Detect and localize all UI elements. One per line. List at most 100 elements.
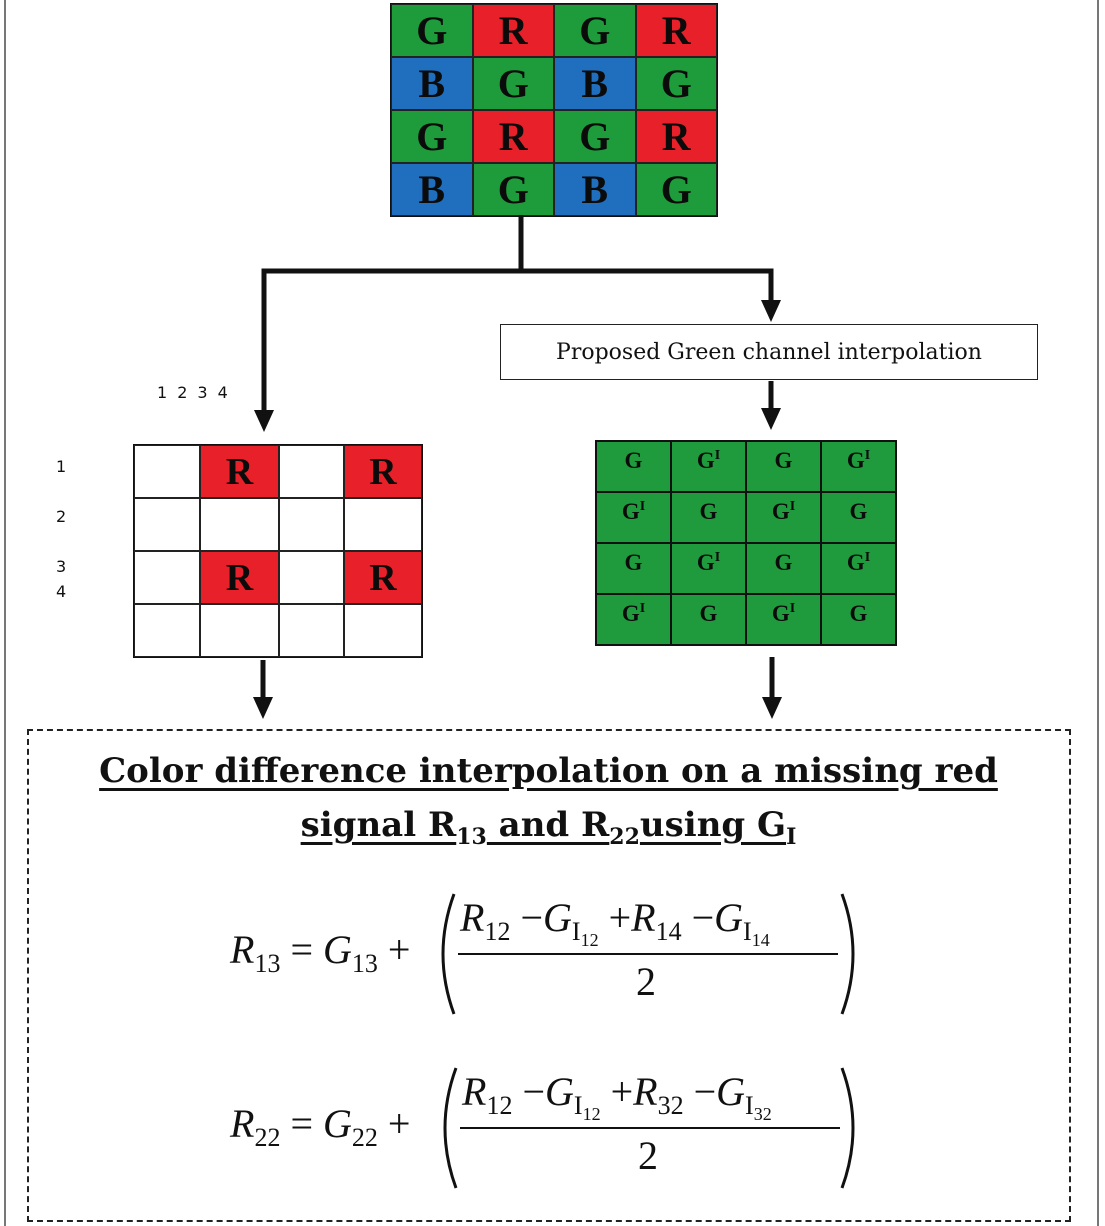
plus-sign: + — [377, 1101, 411, 1146]
green-cell-base: G — [774, 550, 793, 575]
bayer-cell: G — [391, 110, 473, 163]
bayer-cell: G — [391, 4, 473, 57]
green-cell-base: G — [696, 550, 715, 575]
subscript: 12 — [486, 1091, 513, 1120]
formula-heading: Color difference interpolation on a miss… — [0, 744, 1097, 864]
bayer-cell: R — [472, 110, 554, 163]
minus-sign: − — [681, 895, 715, 940]
symbol: G — [323, 927, 352, 972]
green-cell-base: G — [849, 601, 868, 626]
green-cell-subscript: I — [789, 499, 796, 514]
subsubscript: 32 — [753, 1104, 772, 1125]
bayer-cell: B — [554, 163, 636, 216]
subsubscript: 12 — [582, 1104, 601, 1125]
subsubscript: 14 — [751, 930, 770, 951]
symbol: R — [230, 927, 255, 972]
symbol: R — [460, 895, 485, 940]
green-grid-cell: G — [671, 594, 746, 645]
heading-line-1: Color difference interpolation on a miss… — [99, 751, 998, 791]
connector-split — [261, 215, 524, 300]
formula-denominator: 2 — [636, 959, 656, 1004]
right-paren — [840, 893, 855, 1015]
red-grid-cell — [279, 551, 344, 604]
left-paren — [443, 1067, 458, 1189]
subsubscript: 12 — [580, 930, 599, 951]
green-grid-cell: G — [746, 543, 821, 594]
heading-part: and R — [486, 805, 610, 845]
red-grid-cell — [200, 604, 279, 657]
green-cell-base: G — [771, 499, 790, 524]
green-cell-subscript: I — [639, 601, 646, 616]
row-index: 1 — [56, 457, 67, 476]
proposed-label: Proposed Green channel interpolation — [556, 339, 982, 365]
column-indices: 1 2 3 4 — [157, 383, 228, 402]
connector-split-right — [521, 268, 774, 300]
plus-sign: + — [598, 895, 632, 940]
frame-left-border — [4, 0, 6, 1226]
arrowhead-green-to-box — [762, 697, 782, 719]
column-index: 4 — [217, 383, 228, 402]
symbol: G — [323, 1101, 352, 1146]
bayer-cell: B — [554, 57, 636, 110]
subscript: 13 — [254, 949, 281, 978]
bayer-cell: R — [635, 4, 717, 57]
minus-sign: − — [683, 1069, 717, 1114]
green-cell-subscript: I — [864, 448, 871, 463]
equals-sign: = — [280, 1101, 323, 1146]
bayer-cell: G — [635, 57, 717, 110]
green-cell-base: G — [621, 499, 640, 524]
row-index: 2 — [56, 507, 67, 526]
green-cell-base: G — [774, 448, 793, 473]
green-grid-cell: G — [596, 441, 671, 492]
heading-line-2: signal R13 and R22using GI — [300, 805, 797, 850]
equals-sign: = — [280, 927, 323, 972]
green-cell-base: G — [624, 550, 643, 575]
red-grid-cell — [134, 551, 200, 604]
symbol: R — [631, 895, 656, 940]
symbol: G — [543, 895, 572, 940]
subscript: I — [743, 917, 752, 946]
green-cell-base: G — [699, 601, 718, 626]
green-cell-subscript: I — [639, 499, 646, 514]
green-cell-base: G — [849, 499, 868, 524]
column-index: 1 — [157, 383, 168, 402]
bayer-cell: G — [472, 57, 554, 110]
subscript: 22 — [351, 1123, 378, 1152]
arrowhead-proposed — [761, 300, 781, 322]
subscript: 22 — [254, 1123, 281, 1152]
green-grid-cell: G — [821, 492, 896, 543]
green-cell-subscript: I — [864, 550, 871, 565]
subscript: 14 — [655, 917, 682, 946]
formula-box — [27, 729, 1071, 1222]
bayer-cell: G — [472, 163, 554, 216]
red-grid-cell: R — [200, 551, 279, 604]
symbol: G — [714, 895, 744, 940]
minus-sign: − — [512, 1069, 545, 1114]
frame-right-border — [1097, 0, 1099, 1226]
heading-part: signal R — [300, 805, 457, 845]
red-grid-cell — [134, 604, 200, 657]
bayer-cell: B — [391, 163, 473, 216]
green-cell-base: G — [771, 601, 790, 626]
bayer-cell: B — [391, 57, 473, 110]
column-index: 3 — [197, 383, 208, 402]
green-cell-base: G — [846, 448, 865, 473]
minus-sign: − — [510, 895, 543, 940]
formula-numerator: R12 −GI12 +R14 −GI14 — [460, 894, 770, 951]
green-grid-cell: G — [596, 543, 671, 594]
green-cell-base: G — [621, 601, 640, 626]
red-grid-cell — [279, 445, 344, 498]
symbol: G — [545, 1069, 574, 1114]
plus-sign: + — [600, 1069, 634, 1114]
symbol: G — [716, 1069, 746, 1114]
arrowhead-green-grid — [761, 408, 781, 430]
subscript: 32 — [657, 1091, 684, 1120]
heading-sub: I — [786, 823, 797, 850]
subscript: 12 — [484, 917, 511, 946]
red-grid-cell — [200, 498, 279, 551]
right-paren — [840, 1067, 855, 1189]
heading-part: using G — [639, 805, 787, 845]
